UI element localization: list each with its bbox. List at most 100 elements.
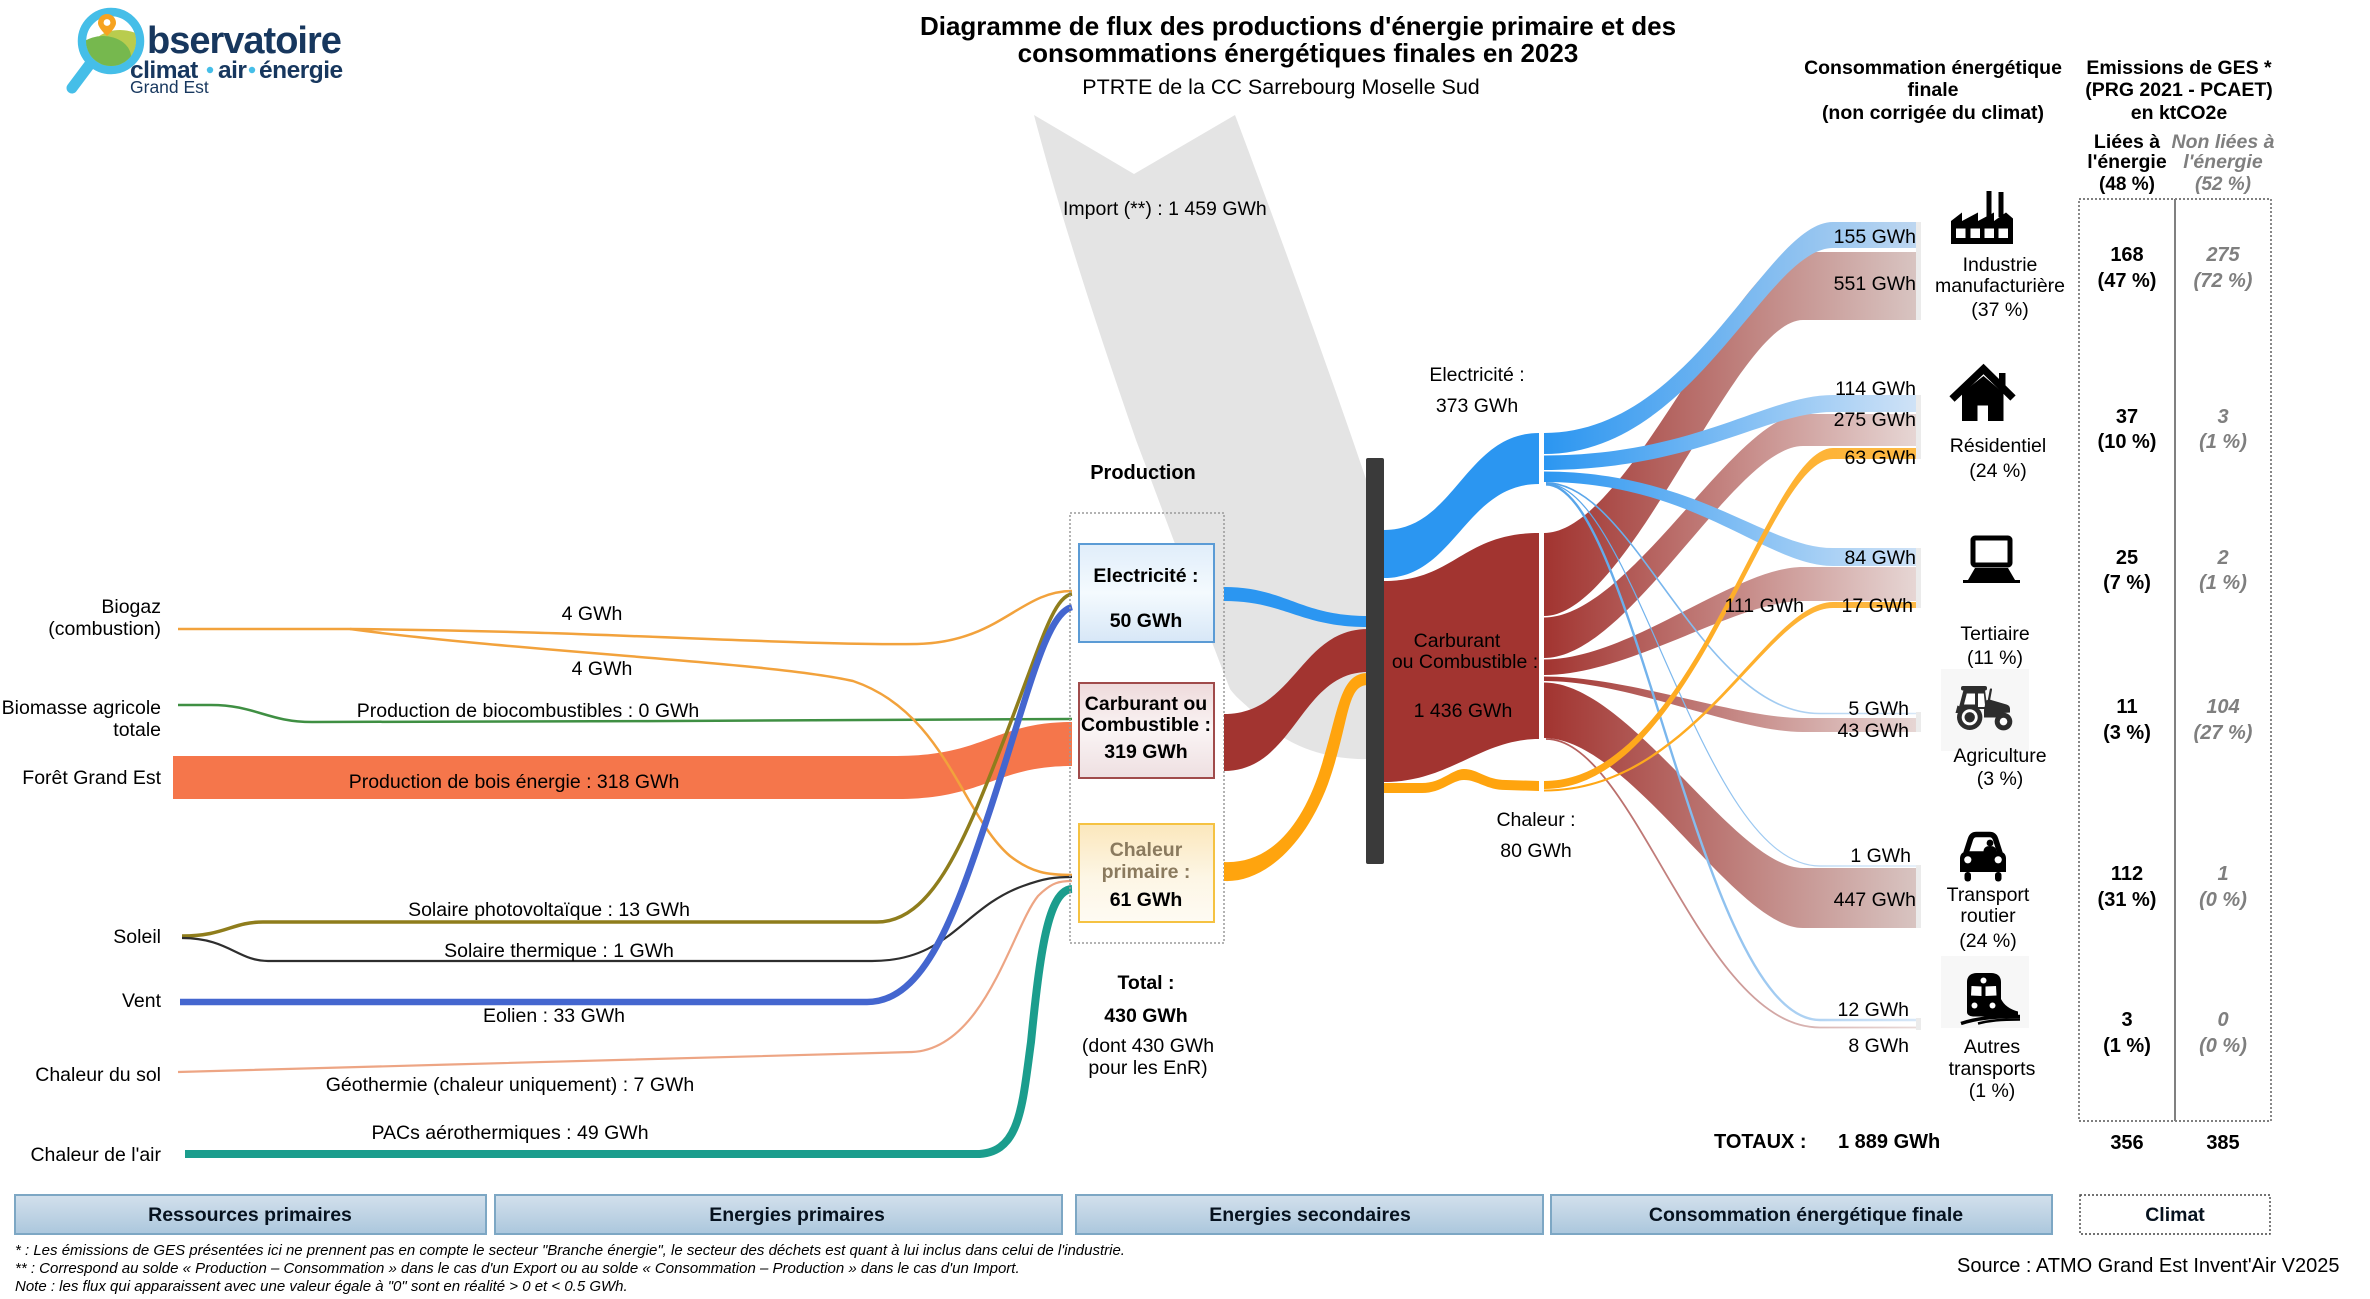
svg-text:primaire :: primaire : (1102, 861, 1191, 883)
svg-text:(37 %): (37 %) (1971, 299, 2028, 321)
svg-text:(10 %): (10 %) (2098, 431, 2157, 453)
svg-text:(1 %): (1 %) (1969, 1080, 2016, 1102)
svg-text:(PRG 2021 - PCAET): (PRG 2021 - PCAET) (2085, 79, 2272, 101)
svg-text:énergie: énergie (259, 57, 343, 84)
svg-text:275 GWh: 275 GWh (1834, 409, 1916, 431)
svg-text:Biogaz: Biogaz (101, 596, 161, 618)
svg-text:transports: transports (1949, 1058, 2036, 1080)
svg-text:3: 3 (2121, 1009, 2132, 1031)
svg-text:Résidentiel: Résidentiel (1950, 435, 2046, 457)
svg-text:totale: totale (113, 719, 161, 741)
svg-text:Agriculture: Agriculture (1953, 745, 2046, 767)
svg-text:(1 %): (1 %) (2199, 572, 2247, 594)
svg-text:(dont 430 GWh: (dont 430 GWh (1082, 1035, 1214, 1057)
svg-text:(27 %): (27 %) (2194, 722, 2253, 744)
svg-text:3: 3 (2217, 406, 2228, 428)
svg-text:Chaleur: Chaleur (1110, 839, 1183, 861)
svg-text:Tertiaire: Tertiaire (1960, 623, 2029, 645)
svg-text:Note : les flux qui apparaisse: Note : les flux qui apparaissent avec un… (15, 1278, 628, 1295)
svg-text:Chaleur de l'air: Chaleur de l'air (30, 1144, 161, 1166)
svg-text:consommations énergétiques fin: consommations énergétiques finales en 20… (1018, 38, 1579, 68)
svg-text:en ktCO2e: en ktCO2e (2131, 102, 2228, 124)
svg-text:155 GWh: 155 GWh (1834, 226, 1916, 248)
svg-text:l'énergie: l'énergie (2183, 151, 2263, 173)
svg-text:** : Correspond au solde « Pro: ** : Correspond au solde « Production – … (15, 1260, 1020, 1277)
svg-text:50 GWh: 50 GWh (1110, 610, 1183, 632)
svg-text:84 GWh: 84 GWh (1844, 547, 1916, 569)
svg-text:(52 %): (52 %) (2195, 174, 2251, 195)
svg-text:5 GWh: 5 GWh (1848, 698, 1909, 720)
svg-text:Climat: Climat (2145, 1204, 2205, 1226)
svg-text:Non liées à: Non liées à (2172, 131, 2275, 153)
svg-text:8 GWh: 8 GWh (1848, 1035, 1909, 1057)
svg-text:air: air (218, 57, 247, 84)
svg-text:Import (**) : 1 459 GWh: Import (**) : 1 459 GWh (1063, 198, 1267, 220)
svg-text:Transport: Transport (1947, 884, 2030, 906)
svg-text:319 GWh: 319 GWh (1104, 741, 1187, 763)
svg-text:168: 168 (2110, 244, 2143, 266)
svg-text:Autres: Autres (1964, 1036, 2021, 1058)
svg-text:Solaire photovoltaïque : 13 G: Solaire photovoltaïque : 13 GWh (408, 899, 690, 921)
svg-text:Soleil: Soleil (113, 926, 161, 948)
svg-text:111 GWh: 111 GWh (1725, 595, 1804, 617)
svg-text:0: 0 (2217, 1009, 2228, 1031)
svg-text:275: 275 (2205, 244, 2240, 266)
svg-text:(3 %): (3 %) (2103, 722, 2151, 744)
svg-text:1 436 GWh: 1 436 GWh (1414, 700, 1513, 722)
svg-text:Total :: Total : (1117, 972, 1174, 994)
svg-text:Emissions de GES *: Emissions de GES * (2086, 57, 2272, 79)
svg-text:Energies secondaires: Energies secondaires (1209, 1204, 1411, 1226)
svg-text:Production de bois énergie :: Production de bois énergie : 318 GWh (349, 771, 680, 793)
svg-text:Ressources primaires: Ressources primaires (148, 1204, 352, 1226)
svg-text:Source : ATMO Grand Est Invent: Source : ATMO Grand Est Invent'Air V2025 (1957, 1255, 2340, 1277)
svg-text:climat: climat (130, 57, 198, 84)
svg-text:(0 %): (0 %) (2199, 1035, 2247, 1057)
svg-text:Solaire thermique : 1 GWh: Solaire thermique : 1 GWh (444, 940, 674, 962)
svg-text:pour les EnR): pour les EnR) (1088, 1057, 1207, 1079)
svg-text:43 GWh: 43 GWh (1837, 720, 1909, 742)
svg-text:1 889 GWh: 1 889 GWh (1838, 1131, 1940, 1153)
svg-text:25: 25 (2116, 547, 2138, 569)
svg-text:Chaleur du sol: Chaleur du sol (35, 1064, 161, 1086)
svg-text:Production de biocombustibles: Production de biocombustibles : 0 GWh (357, 700, 700, 722)
svg-text:Biomasse agricole: Biomasse agricole (2, 697, 161, 719)
svg-text:63 GWh: 63 GWh (1844, 447, 1916, 469)
svg-text:112: 112 (2111, 863, 2143, 885)
svg-text:(1 %): (1 %) (2103, 1035, 2151, 1057)
svg-text:(48 %): (48 %) (2099, 174, 2155, 195)
svg-text:11: 11 (2116, 696, 2137, 718)
svg-text:61 GWh: 61 GWh (1110, 889, 1183, 911)
svg-text:551 GWh: 551 GWh (1834, 273, 1916, 295)
svg-text:ou Combustible :: ou Combustible : (1392, 651, 1538, 673)
svg-text:(24 %): (24 %) (1959, 930, 2016, 952)
svg-text:37: 37 (2116, 406, 2138, 428)
svg-text:Electricité :: Electricité : (1093, 565, 1198, 587)
svg-text:1 GWh: 1 GWh (1850, 845, 1911, 867)
svg-text:(3 %): (3 %) (1977, 768, 2024, 790)
svg-text:Chaleur :: Chaleur : (1496, 809, 1575, 831)
svg-text:PACs aérothermiques : 49 GWh: PACs aérothermiques : 49 GWh (371, 1122, 648, 1144)
svg-text:finale: finale (1908, 79, 1959, 101)
svg-text:Grand Est: Grand Est (130, 77, 209, 97)
svg-text:104: 104 (2206, 696, 2239, 718)
svg-text:447 GWh: 447 GWh (1834, 889, 1916, 911)
svg-text:manufacturière: manufacturière (1935, 275, 2065, 297)
svg-text:(47 %): (47 %) (2098, 270, 2157, 292)
svg-text:Energies primaires: Energies primaires (709, 1204, 885, 1226)
svg-text:(non corrigée du climat): (non corrigée du climat) (1822, 102, 2044, 124)
svg-text:2: 2 (2216, 547, 2228, 569)
svg-text:Consommation énergétique: Consommation énergétique (1804, 57, 2062, 79)
svg-text:4 GWh: 4 GWh (572, 658, 633, 680)
svg-text:17 GWh: 17 GWh (1841, 595, 1913, 617)
svg-text:114 GWh: 114 GWh (1835, 378, 1916, 400)
svg-text:12 GWh: 12 GWh (1837, 999, 1909, 1021)
svg-text:Forêt Grand Est: Forêt Grand Est (22, 767, 161, 789)
svg-text:Géothermie (chaleur uniquement: Géothermie (chaleur uniquement) : 7 GWh (326, 1074, 695, 1096)
svg-text:(1 %): (1 %) (2199, 431, 2247, 453)
svg-text:routier: routier (1960, 905, 2016, 927)
svg-text:bservatoire: bservatoire (147, 20, 341, 62)
svg-text:Industrie: Industrie (1963, 254, 2038, 276)
svg-text:430 GWh: 430 GWh (1104, 1005, 1187, 1027)
svg-text:* : Les émissions de GES prése: * : Les émissions de GES présentées ici … (15, 1242, 1125, 1259)
svg-text:Liées à: Liées à (2094, 131, 2160, 153)
